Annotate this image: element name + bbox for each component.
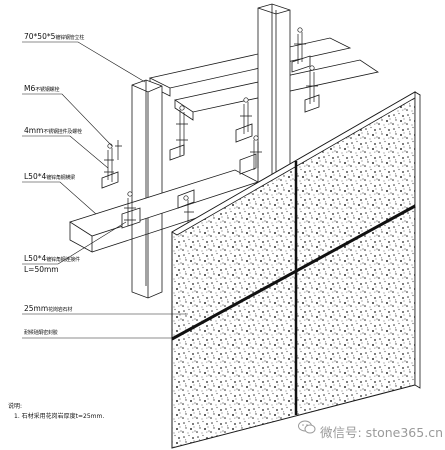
sealant-joint-horizontal xyxy=(171,204,416,341)
wechat-icon xyxy=(298,420,316,434)
steel-column-left xyxy=(131,79,163,299)
callout-steel-column-desc: 镀锌钢管立柱 xyxy=(55,35,85,41)
callout-angle-beam-size: L50*4 xyxy=(24,172,47,181)
granite-panels xyxy=(171,91,421,449)
callout-granite-desc: 花岗岩石材 xyxy=(48,307,73,313)
callout-hanger: 4mm不锈钢挂件及螺栓 xyxy=(24,127,82,135)
callout-bolt-size: M6 xyxy=(24,84,36,93)
angle-beam-lower-lip xyxy=(69,222,93,253)
notes-title: 说明: xyxy=(8,403,23,410)
callout-angle-connector-desc: 镀锌角钢连接件 xyxy=(46,257,80,263)
callout-steel-column-size: 70*50*5 xyxy=(24,32,56,41)
callout-angle-beam-desc: 镀锌角钢横梁 xyxy=(46,175,76,181)
callout-angle-connector-length: L=50mm xyxy=(24,265,59,274)
callout-granite: 25mm花岗岩石材 xyxy=(24,305,72,313)
granite-panel-side-edge xyxy=(414,91,421,389)
callout-sealant: 耐候硅酮密封胶 xyxy=(24,330,58,336)
callout-bolt-desc: 不锈钢螺栓 xyxy=(35,87,60,93)
callout-hanger-size: 4mm xyxy=(24,126,44,135)
stainless-bolts xyxy=(104,27,318,228)
callout-angle-connector: L50*4镀锌角钢连接件 xyxy=(24,255,80,263)
callout-bolt: M6不锈钢螺栓 xyxy=(24,85,59,93)
steel-frame xyxy=(69,3,380,299)
callout-leaders xyxy=(22,41,188,339)
callout-granite-size: 25mm xyxy=(24,304,49,313)
callout-angle-beam: L50*4镀锌角钢横梁 xyxy=(24,173,75,181)
watermark-text: 微信号: stone365.cn xyxy=(320,425,443,440)
granite-panel-face xyxy=(171,91,416,449)
callout-angle-connector-size: L50*4 xyxy=(24,254,47,263)
notes-line-1: 1. 石材采用花岗岩厚度t=25mm. xyxy=(14,413,105,420)
callout-steel-column: 70*50*5镀锌钢管立柱 xyxy=(24,33,84,41)
callout-hanger-desc: 不锈钢挂件及螺栓 xyxy=(43,129,82,135)
